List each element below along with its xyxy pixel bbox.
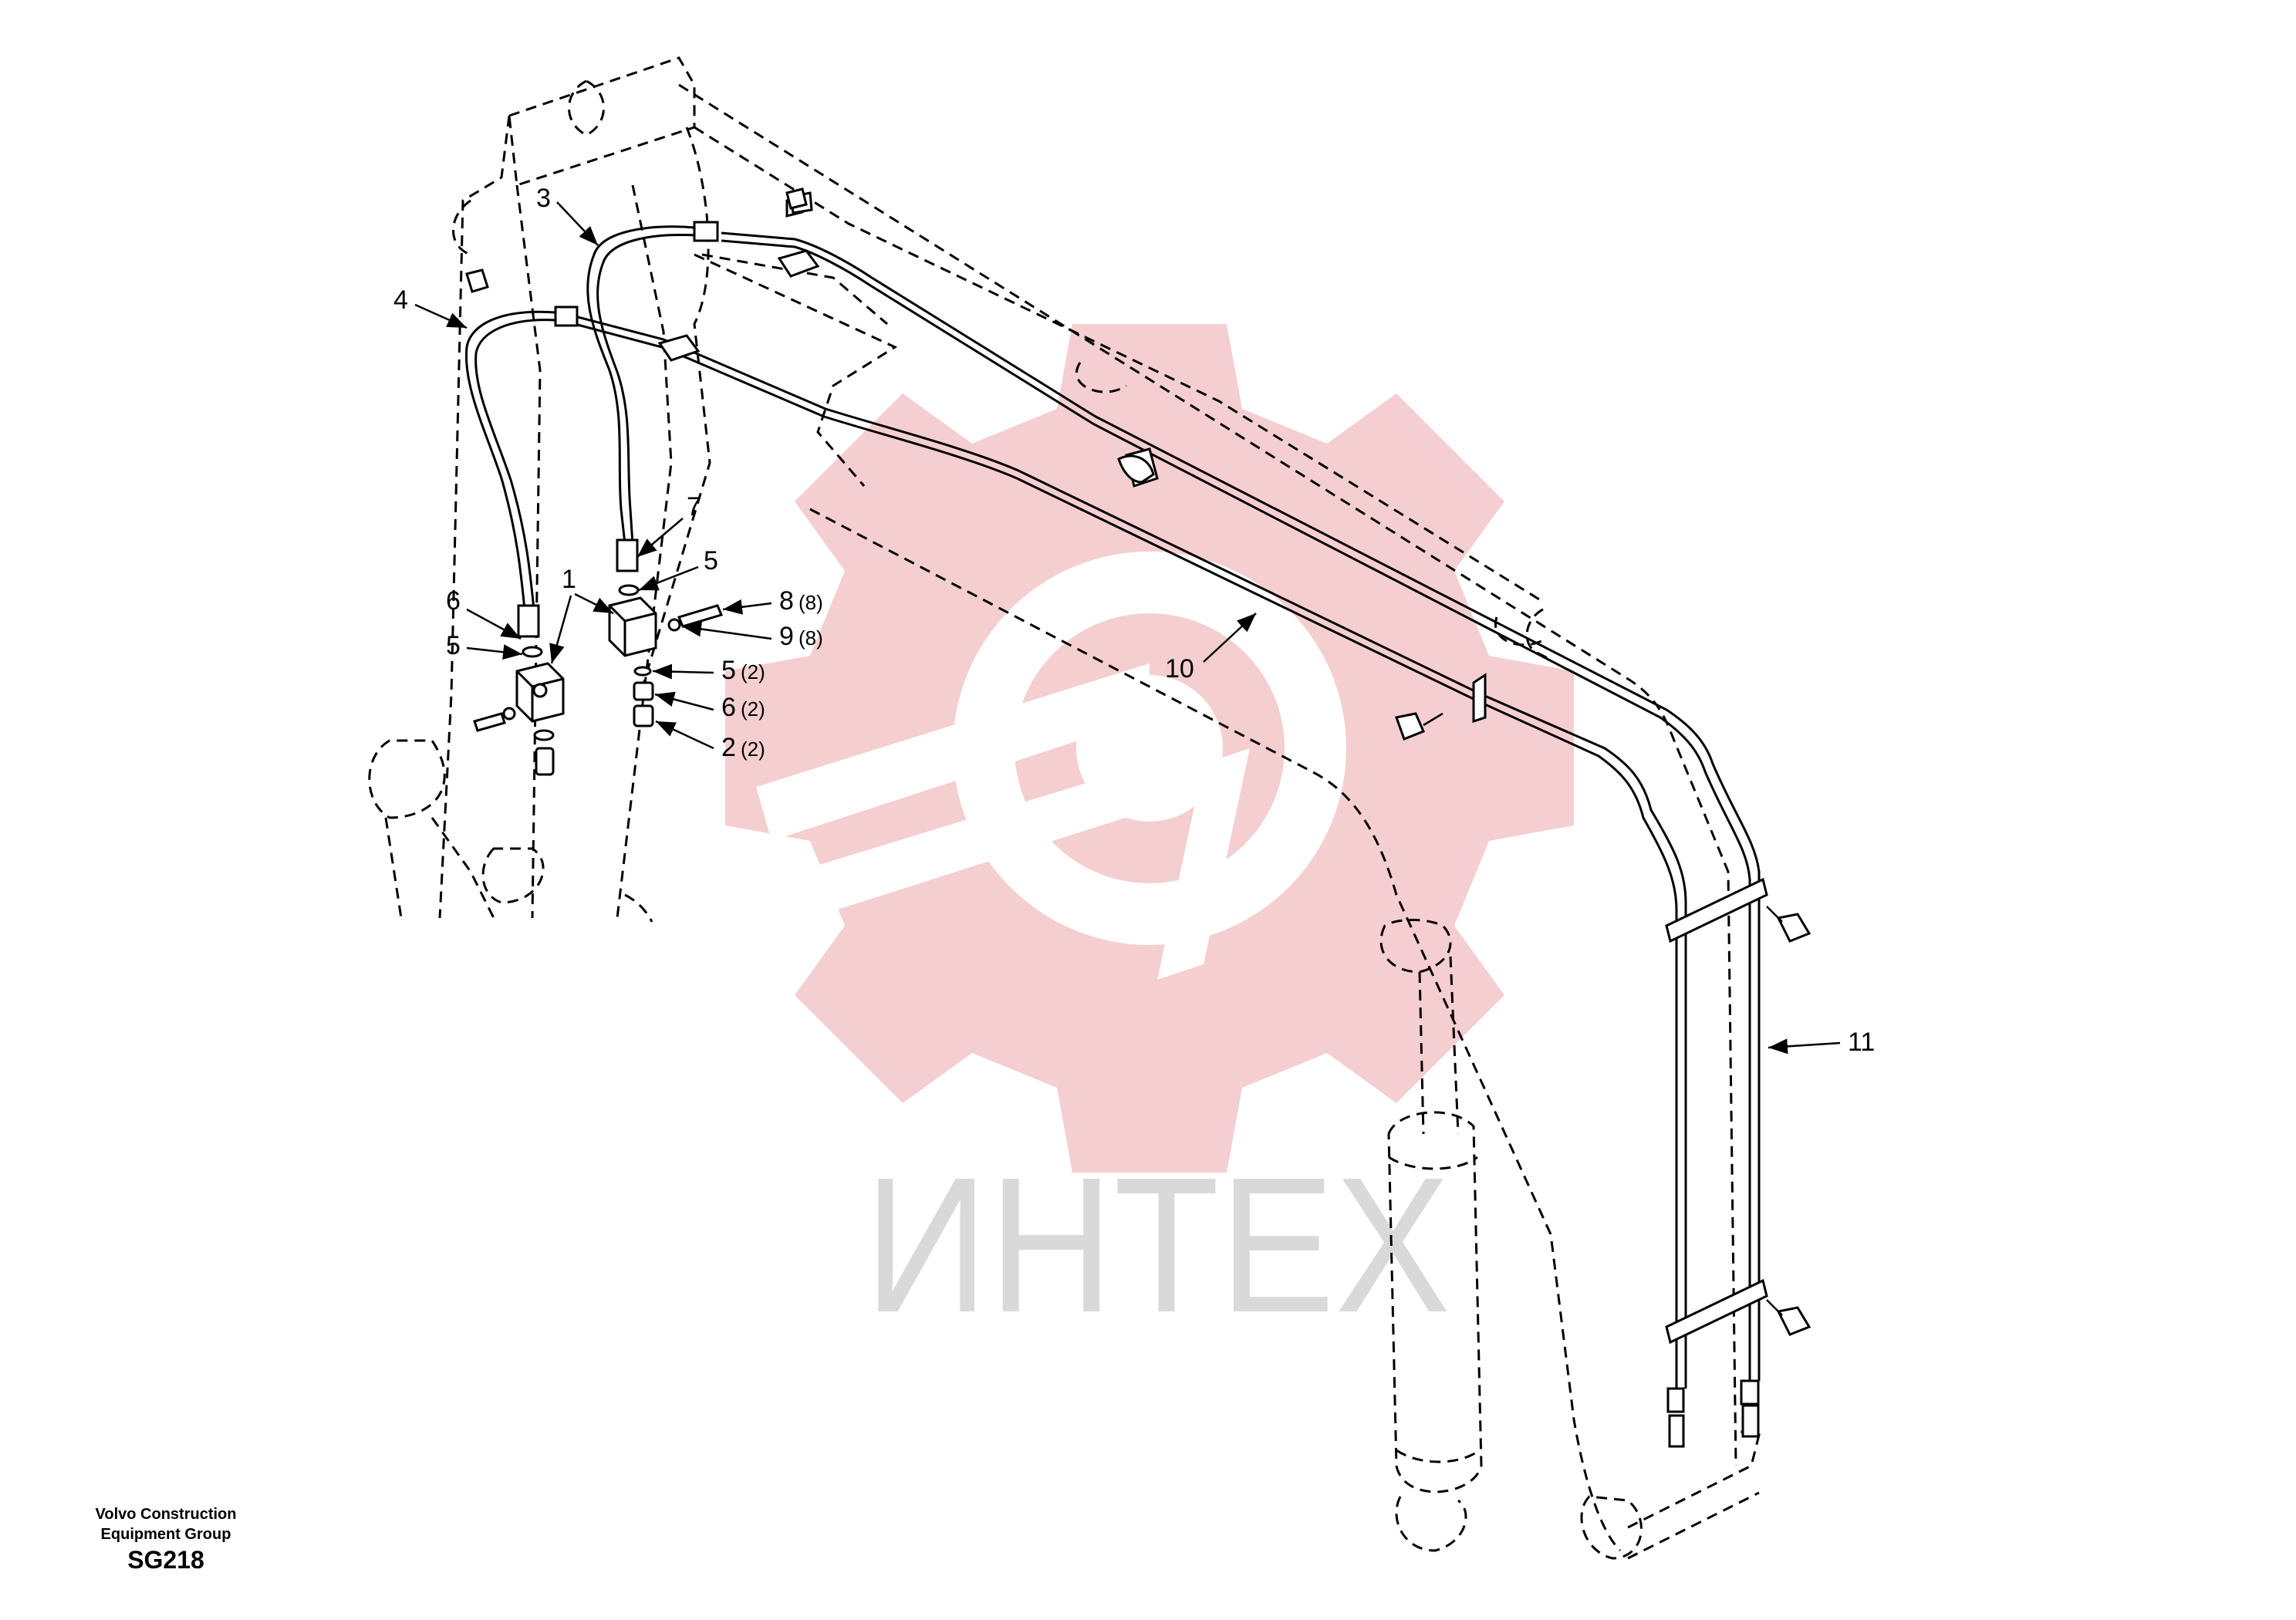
watermark-gear-icon bbox=[725, 324, 1574, 1173]
callout-label: 6 bbox=[446, 586, 461, 616]
callout-quantity: (8) bbox=[799, 626, 823, 650]
callout-quantity: (2) bbox=[741, 697, 765, 721]
callout-3: 3 bbox=[536, 184, 599, 246]
callout-quantity: (2) bbox=[741, 660, 765, 683]
callout-7: 7 bbox=[636, 492, 701, 558]
callout-label: 3 bbox=[536, 184, 551, 213]
callout-quantity: (8) bbox=[799, 591, 823, 614]
callout-5-upper: 5 bbox=[638, 546, 718, 592]
callout-5-left: 5 bbox=[446, 631, 523, 660]
callout-label: 9 bbox=[779, 622, 794, 651]
callout-10: 10 bbox=[1165, 613, 1257, 683]
boom-outline bbox=[368, 56, 1761, 1560]
callout-11: 11 bbox=[1768, 1028, 1875, 1057]
callout-label: 7 bbox=[687, 492, 701, 521]
piping bbox=[574, 191, 1811, 1448]
watermark: ИНТЕХ bbox=[725, 324, 1574, 1352]
callout-label: 5 bbox=[721, 656, 736, 685]
callout-label: 6 bbox=[721, 693, 736, 722]
callout-1: 1 bbox=[549, 565, 614, 664]
callout-2: 2 (2) bbox=[655, 720, 765, 762]
callout-5-lower: 5 (2) bbox=[652, 656, 765, 685]
callout-label: 5 bbox=[704, 546, 718, 575]
manufacturer-line-1: Volvo Construction bbox=[95, 1506, 237, 1523]
callout-4: 4 bbox=[393, 285, 468, 329]
watermark-text: ИНТЕХ bbox=[864, 1137, 1450, 1352]
callout-label: 8 bbox=[779, 586, 794, 616]
callout-quantity: (2) bbox=[741, 737, 765, 761]
callout-label: 2 bbox=[721, 733, 736, 762]
callouts: 1 2 (2) 3 4 5 bbox=[393, 184, 1875, 1057]
callout-label: 10 bbox=[1165, 654, 1194, 683]
manufacturer-label: Volvo Construction Equipment Group bbox=[46, 1504, 285, 1544]
callout-label: 1 bbox=[562, 565, 576, 594]
callout-6-lower: 6 (2) bbox=[654, 691, 765, 722]
callout-9: 9 (8) bbox=[681, 621, 823, 651]
callout-label: 4 bbox=[393, 285, 408, 315]
callout-label: 5 bbox=[446, 631, 461, 660]
callout-8: 8 (8) bbox=[722, 586, 823, 616]
callout-6-left: 6 bbox=[446, 586, 522, 640]
manufacturer-line-2: Equipment Group bbox=[100, 1526, 231, 1543]
drawing-code: SG218 bbox=[127, 1546, 204, 1574]
connector-parts bbox=[465, 187, 1155, 776]
callout-label: 11 bbox=[1848, 1028, 1875, 1057]
